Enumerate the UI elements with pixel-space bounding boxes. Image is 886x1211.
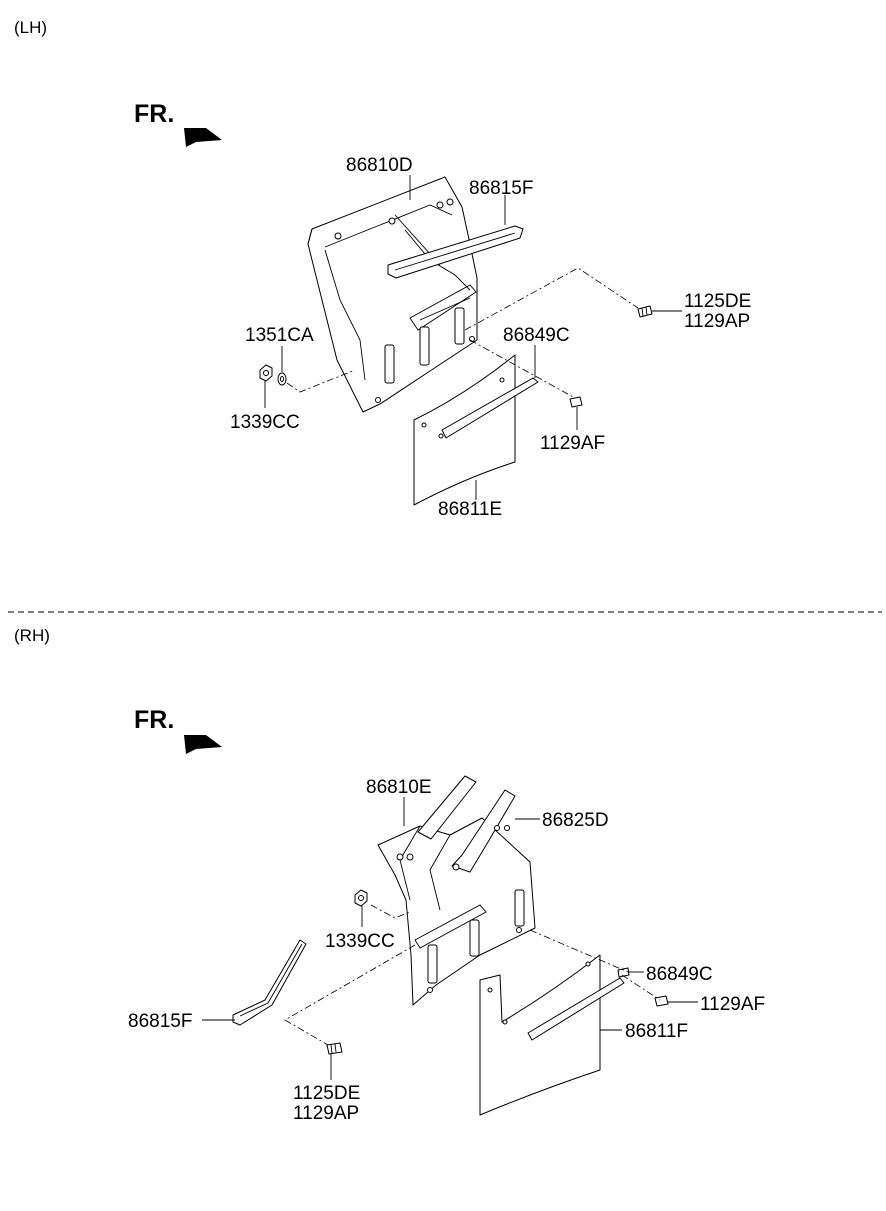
rh-strip-clip-icon <box>617 967 630 978</box>
lh-mudguard-label: 86811E <box>438 499 502 520</box>
rh-nut-label: 1339CC <box>325 931 395 952</box>
rh-stay-label: 86815F <box>128 1011 192 1032</box>
lh-bolt-b-label: 1129AP <box>684 311 750 332</box>
lh-screw-label: 1129AF <box>540 433 605 454</box>
rh-mudguard-drawing <box>479 954 625 1116</box>
lh-nut-label: 1339CC <box>230 412 300 433</box>
lh-bolt-icon <box>637 305 653 318</box>
lh-front-arrow-icon <box>184 128 222 147</box>
rh-stay-drawing <box>232 939 307 1026</box>
rh-strip-label: 86849C <box>646 964 713 985</box>
lh-strip-label: 86849C <box>503 325 570 346</box>
rh-nut-icon <box>354 889 368 907</box>
lh-section: (LH) FR. <box>14 18 751 520</box>
lh-front-label: FR. <box>134 100 174 128</box>
lh-mudguard-drawing <box>413 354 539 506</box>
rh-section-label: (RH) <box>14 626 50 645</box>
rh-screw-icon <box>654 995 669 1007</box>
rh-bolt-icon <box>326 1042 343 1055</box>
rh-screw-label: 1129AF <box>700 994 765 1015</box>
rh-bracket-drawing <box>377 775 536 1006</box>
lh-washer-icon <box>277 372 287 386</box>
rh-mudguard-label: 86811F <box>625 1021 688 1042</box>
lh-section-label: (LH) <box>14 18 47 37</box>
lh-stay-drawing <box>387 225 524 279</box>
lh-washer-label: 1351CA <box>245 325 314 346</box>
rh-bolt-b-label: 1129AP <box>293 1103 359 1124</box>
rh-front-label: FR. <box>134 706 174 734</box>
rh-support-label: 86825D <box>542 810 609 831</box>
rh-bracket-label: 86810E <box>366 777 432 798</box>
rh-front-arrow-icon <box>184 735 222 754</box>
rh-bolt-a-label: 1125DE <box>293 1083 360 1104</box>
rh-section: (RH) FR. <box>14 626 765 1124</box>
lh-screw-icon <box>569 396 583 408</box>
lh-nut-icon <box>259 364 273 382</box>
lh-bracket-drawing <box>307 176 478 413</box>
lh-bracket-label: 86810D <box>346 155 413 176</box>
lh-stay-label: 86815F <box>469 178 533 199</box>
lh-bolt-a-label: 1125DE <box>684 291 751 312</box>
